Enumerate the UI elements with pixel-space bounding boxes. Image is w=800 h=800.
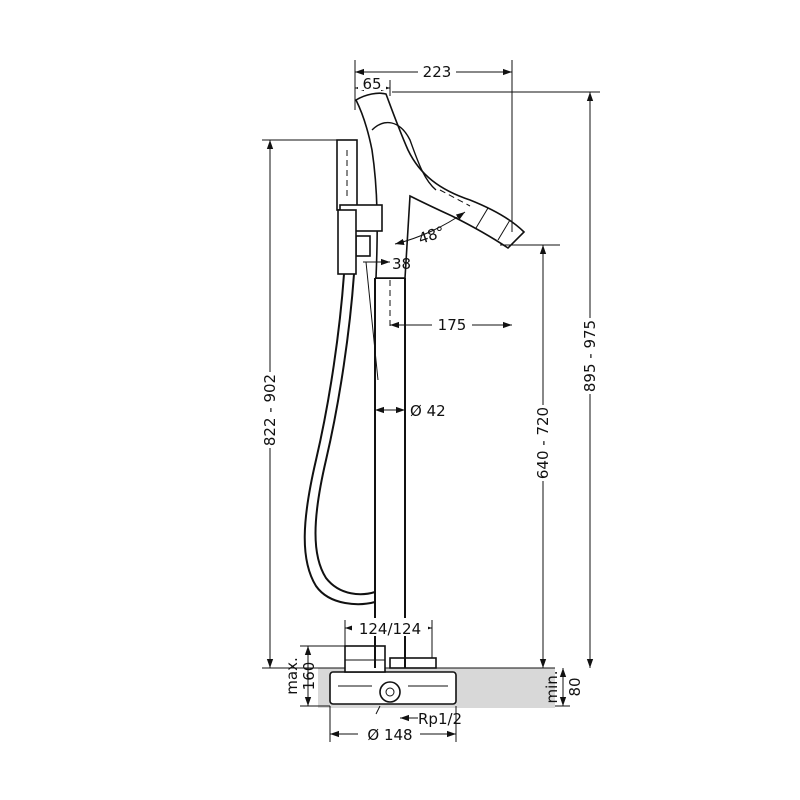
dim-label-48: 48° [416, 223, 447, 248]
label-bg [534, 405, 552, 481]
leader [375, 705, 381, 715]
dim-65: 65 [355, 75, 391, 96]
dim-42: Ø 42 [375, 402, 446, 420]
label-bg [581, 318, 599, 394]
dim-148: Ø 148 [329, 706, 457, 744]
hose-inner [314, 273, 376, 596]
dim-label-rp12: Rp1/2 [418, 710, 462, 728]
dim-label-min: min. [543, 670, 561, 703]
dim-label-65: 65 [362, 75, 381, 93]
dim-124-124: 124/124 [344, 618, 433, 658]
mounting-box-riser [344, 645, 386, 673]
base-foot [389, 657, 437, 669]
spout-inner-curve [371, 121, 437, 191]
dim-223: 223 [354, 60, 513, 232]
label-bg [358, 76, 386, 90]
label-bg [432, 314, 472, 332]
holder-clamp [355, 235, 371, 257]
shower-hose [303, 261, 379, 606]
label-bg [358, 724, 420, 742]
dim-822-902: 822 - 902 [261, 139, 338, 669]
dim-max-160: max. 160 [283, 645, 345, 707]
dim-label-640-720: 640 - 720 [534, 407, 552, 479]
base-plate [389, 657, 437, 669]
dim-label-160: 160 [300, 662, 318, 691]
dim-label-895-975: 895 - 975 [581, 320, 599, 392]
spout-outline [354, 92, 526, 279]
angle-arc [394, 211, 466, 245]
dim-175: 175 [390, 314, 512, 334]
spout-outlet-line [475, 207, 489, 229]
dim-label-223: 223 [423, 63, 452, 81]
dim-min-80: min. 80 [543, 668, 584, 707]
dim-640-720: 640 - 720 [500, 244, 560, 668]
thread-connection [379, 681, 401, 703]
hose-lead [365, 261, 379, 381]
dim-label-38: 38 [392, 255, 411, 273]
dim-label-80: 80 [566, 677, 584, 696]
label-bg [352, 618, 428, 636]
spout-axis [439, 189, 471, 207]
dim-895-975: 895 - 975 [392, 91, 600, 668]
dim-rp12: Rp1/2 [375, 705, 462, 728]
hand-shower [336, 139, 383, 275]
label-bg [418, 61, 456, 79]
hose-outer [303, 273, 376, 606]
main-column [374, 230, 406, 668]
dim-label-124-124: 124/124 [359, 620, 421, 638]
dim-label-148: Ø 148 [367, 726, 412, 744]
hand-shower-handle [337, 209, 357, 275]
label-bg [261, 372, 279, 448]
thread-inner [385, 687, 395, 697]
mounting-box [329, 645, 457, 705]
dim-label-42: Ø 42 [410, 402, 446, 420]
dim-38: 38 [363, 255, 411, 273]
dim-label-175: 175 [438, 316, 467, 334]
spout-outlet-line-2 [497, 219, 511, 241]
dim-label-max: max. [283, 657, 301, 694]
dim-label-822-902: 822 - 902 [261, 374, 279, 446]
spout-body [354, 92, 526, 279]
